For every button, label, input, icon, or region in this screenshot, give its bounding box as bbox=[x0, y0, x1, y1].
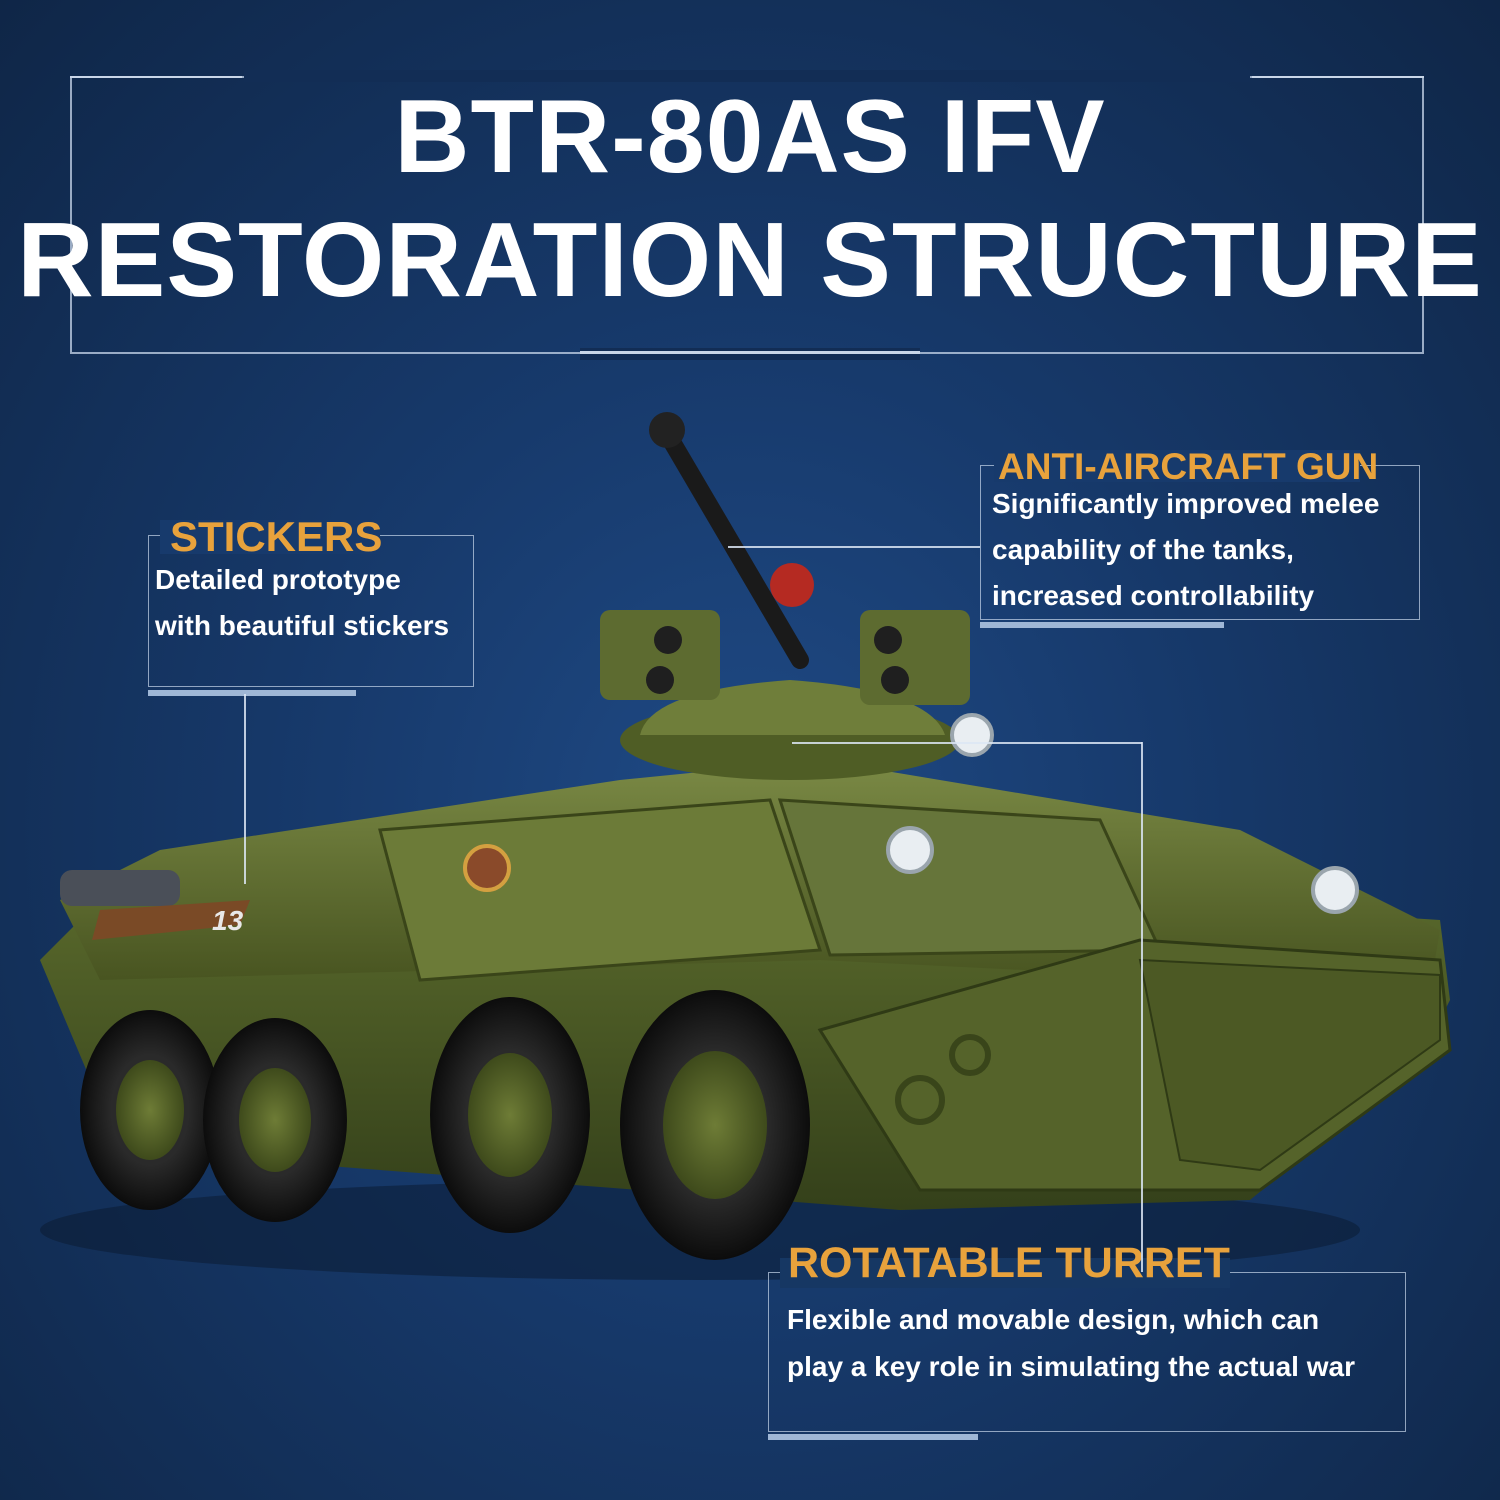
stickers-heading-backdrop bbox=[160, 520, 380, 554]
anti-aircraft-underbar bbox=[980, 622, 1224, 628]
anti-aircraft-heading-backdrop bbox=[994, 450, 1360, 482]
red-beacon bbox=[770, 563, 814, 607]
title-frame-bottom-accent bbox=[580, 351, 920, 354]
front-bolt-2 bbox=[949, 1034, 991, 1076]
stickers-line-1: Detailed prototype bbox=[155, 564, 401, 595]
anti-aircraft-line-2: capability of the tanks, bbox=[992, 534, 1294, 565]
stickers-line-2: with beautiful stickers bbox=[155, 610, 450, 641]
smoke-launcher bbox=[654, 626, 682, 654]
stickers-heading: STICKERS bbox=[170, 513, 383, 560]
anti-aircraft-gun-barrel bbox=[656, 421, 809, 669]
turret-underbar bbox=[768, 1434, 978, 1440]
wheel-2 bbox=[203, 1018, 347, 1222]
anti-aircraft-leader-line bbox=[728, 546, 980, 548]
gun-muzzle bbox=[649, 412, 685, 448]
wheel-4 bbox=[620, 990, 810, 1260]
headlight-2 bbox=[886, 826, 934, 874]
title-frame-top-right-accent bbox=[1252, 76, 1424, 78]
headlight-3 bbox=[1311, 866, 1359, 914]
turret-block bbox=[600, 610, 720, 700]
title-frame-top-left-accent bbox=[70, 76, 242, 78]
stickers-underbar bbox=[148, 690, 356, 696]
smoke-launcher-3 bbox=[874, 626, 902, 654]
turret-heading-backdrop bbox=[780, 1258, 1230, 1288]
turret-heading: ROTATABLE TURRET bbox=[788, 1239, 1230, 1287]
stickers-leader-line bbox=[244, 694, 246, 884]
title-line-1: BTR-80AS IFV bbox=[394, 79, 1106, 195]
turret-line-2: play a key role in simulating the actual… bbox=[787, 1351, 1355, 1382]
title-line-2: RESTORATION STRUCTURE bbox=[17, 201, 1483, 319]
title-frame-gap-top bbox=[244, 70, 1250, 82]
smoke-launcher-2 bbox=[646, 666, 674, 694]
anti-aircraft-line-3: increased controllability bbox=[992, 580, 1315, 611]
anti-aircraft-heading: ANTI-AIRCRAFT GUN bbox=[998, 446, 1379, 487]
emblem-sticker bbox=[463, 844, 511, 892]
smoke-launcher-4 bbox=[881, 666, 909, 694]
front-plate-panel bbox=[1138, 958, 1441, 1172]
side-armor-plate-2 bbox=[777, 798, 1163, 957]
headlight bbox=[950, 713, 994, 757]
rear-canister bbox=[60, 870, 180, 906]
wheel-1 bbox=[80, 1010, 220, 1210]
vehicle-number-marking: 13 bbox=[212, 905, 244, 936]
side-armor-plate bbox=[378, 798, 823, 982]
turret-leader-line-vertical bbox=[1141, 742, 1143, 1272]
rear-tow-hook bbox=[92, 900, 250, 940]
turret-block-2 bbox=[860, 610, 970, 705]
turret-leader-line-horizontal bbox=[792, 742, 1142, 744]
anti-aircraft-line-1: Significantly improved melee bbox=[992, 488, 1380, 519]
wheel-3 bbox=[430, 997, 590, 1233]
turret-line-1: Flexible and movable design, which can bbox=[787, 1304, 1320, 1335]
front-bolt bbox=[895, 1075, 945, 1125]
